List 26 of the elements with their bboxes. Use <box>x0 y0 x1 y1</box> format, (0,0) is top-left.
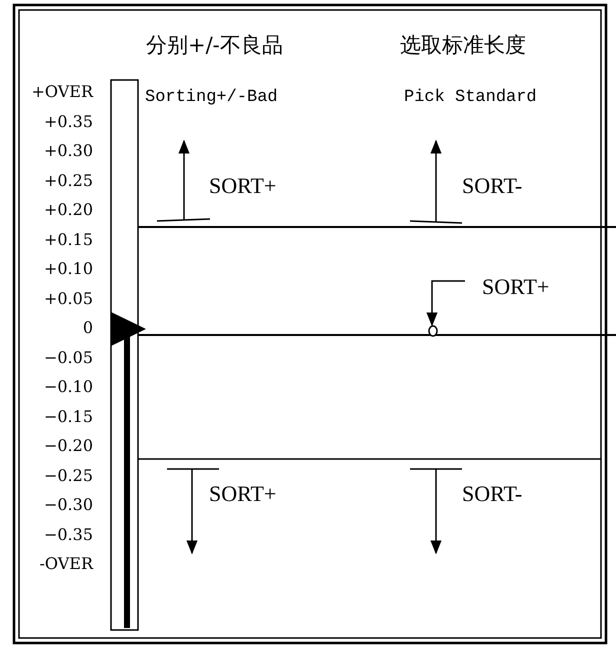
scale-value: −0.20 <box>44 438 93 454</box>
subheading-text: Pick Standard <box>404 88 537 106</box>
heading-text: 选取标准长度 <box>400 34 526 56</box>
sort-label: SORT+ <box>209 483 276 505</box>
sort-label: SORT- <box>462 175 522 197</box>
scale-value: −0.25 <box>44 468 93 484</box>
scale-value: +0.20 <box>44 202 93 218</box>
subheading-text: Sorting+/-Bad <box>145 88 278 106</box>
scale-value: -OVER <box>39 556 93 572</box>
scale-value: +0.05 <box>44 290 93 306</box>
scale-value: −0.35 <box>44 526 93 542</box>
scale-value: +0.35 <box>44 114 93 130</box>
scale-value: +OVER <box>31 84 93 100</box>
scale-value: +0.30 <box>44 143 93 159</box>
scale-value: −0.15 <box>44 408 93 424</box>
scale-value: +0.15 <box>44 232 93 248</box>
scale-value: 0 <box>82 320 93 336</box>
scale-value: −0.05 <box>44 350 93 366</box>
sort-label: SORT- <box>462 483 522 505</box>
sort-label: SORT+ <box>482 276 550 298</box>
heading-text: 分别+/-不良品 <box>146 34 283 56</box>
scale-value: +0.10 <box>44 261 93 277</box>
scale-value: +0.25 <box>44 172 93 188</box>
sort-label: SORT+ <box>209 175 276 197</box>
scale-value: −0.10 <box>44 379 93 395</box>
scale-value: −0.30 <box>44 497 93 513</box>
